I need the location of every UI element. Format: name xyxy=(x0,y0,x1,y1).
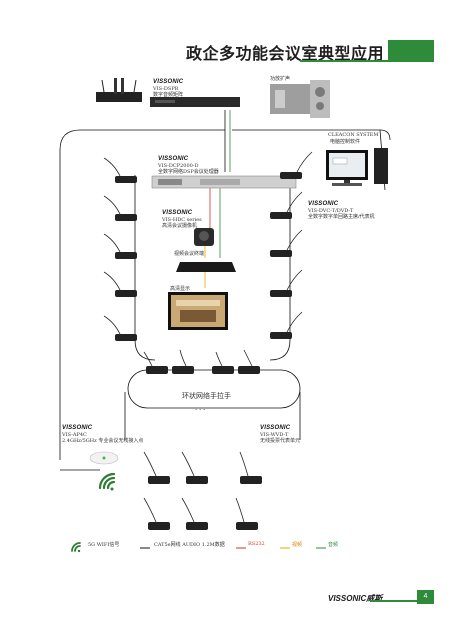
wifi-signal-icon xyxy=(98,472,116,491)
delegate-unit xyxy=(172,349,194,374)
legend-cat5e: CAT5e网线 AUDIO 1.2M数据 xyxy=(154,542,225,548)
wireless-unit-desc: 无线投票代表单元 xyxy=(260,438,301,444)
camera-brand: VISSONIC xyxy=(162,210,193,216)
delegate-unit xyxy=(103,233,137,259)
dsp-processor-device xyxy=(151,175,297,189)
delegate-unit xyxy=(103,271,137,297)
access-point-device xyxy=(89,451,119,465)
camera-desc: 高清会议摄像机 xyxy=(162,223,198,229)
right-delegate-units xyxy=(270,151,313,339)
access-point-model: VIS-AP4C xyxy=(62,432,87,438)
camera-device xyxy=(194,228,214,246)
wireless-receiver-device xyxy=(96,78,142,102)
delegate-unit xyxy=(212,351,234,374)
display-label: 高清显示 xyxy=(170,286,191,292)
camera-model: VIS-HDC series xyxy=(162,217,202,223)
access-point-desc: 2.4GHz/5GHz 专业会议无线接入点 xyxy=(62,438,144,444)
processor-desc: 全数字网络DSP会议处理器 xyxy=(158,169,219,175)
processor-brand: VISSONIC xyxy=(158,156,189,162)
processor-model: VIS-DCP2000-D xyxy=(158,163,199,169)
delegate-unit xyxy=(270,269,303,297)
delegate-unit xyxy=(270,229,303,257)
dsp-matrix-brand: VISSONIC xyxy=(153,79,184,85)
wireless-unit xyxy=(235,497,258,530)
delegate-unit xyxy=(143,351,168,374)
wireless-unit-model: VIS-WVD-T xyxy=(260,432,289,438)
ring-network-label: 环状网络手拉手 xyxy=(182,392,231,400)
legend-audio: 音频 xyxy=(328,542,339,548)
video-terminal-device xyxy=(176,262,236,272)
delegate-desc: 全数字数字单回路主席/代表机 xyxy=(308,214,375,220)
wireless-unit xyxy=(143,497,170,530)
page-title: 政企多功能会议室典型应用 xyxy=(186,44,385,63)
wireless-unit xyxy=(143,451,170,484)
legend-rs232: RS232 xyxy=(248,541,265,547)
ring-delegate-units xyxy=(143,349,260,374)
amplifier-label: 功放扩声 xyxy=(270,76,291,82)
delegate-unit xyxy=(103,157,137,183)
left-delegate-units xyxy=(103,157,137,341)
title-underline xyxy=(300,60,434,62)
legend-video: 视频 xyxy=(292,542,303,548)
access-point-brand: VISSONIC xyxy=(62,425,93,431)
wireless-unit-brand: VISSONIC xyxy=(260,425,291,431)
title-accent-bar xyxy=(388,40,434,62)
delegate-unit xyxy=(270,311,303,339)
wireless-unit xyxy=(181,497,208,530)
footer-accent-bar xyxy=(370,600,434,602)
display-device xyxy=(168,292,228,330)
connection-lines xyxy=(59,110,391,471)
dsp-matrix-desc: 数字音频矩阵 xyxy=(153,92,184,98)
delegate-unit xyxy=(280,151,313,179)
legend-wifi: 5G WIFI信号 xyxy=(88,542,120,548)
delegate-model: VIS-DVC-T/DVD-T xyxy=(308,208,354,214)
computer-device xyxy=(326,148,388,186)
wireless-unit xyxy=(239,451,262,484)
legend-wifi-icon xyxy=(71,542,81,553)
delegate-unit xyxy=(238,349,260,374)
page-number: 4 xyxy=(417,590,434,604)
delegate-brand: VISSONIC xyxy=(308,201,339,207)
delegate-unit xyxy=(103,315,137,341)
control-software-desc: 电脑控制软件 xyxy=(330,139,361,145)
delegate-unit xyxy=(270,191,303,219)
ring-network-dash: - - - xyxy=(195,406,206,413)
dsp-matrix-model: VIS-DSPR xyxy=(153,86,179,92)
dsp-matrix-device xyxy=(150,97,240,107)
control-software-name: CLEACON SYSTEM xyxy=(328,132,379,138)
speakers-device xyxy=(270,80,330,118)
delegate-unit xyxy=(103,195,137,221)
footer-brand-logo: VISSONIC威斯 xyxy=(328,594,383,603)
wireless-delegate-units xyxy=(143,451,262,530)
wireless-unit xyxy=(181,451,208,484)
video-terminal-label: 视频会议终端 xyxy=(174,251,205,257)
